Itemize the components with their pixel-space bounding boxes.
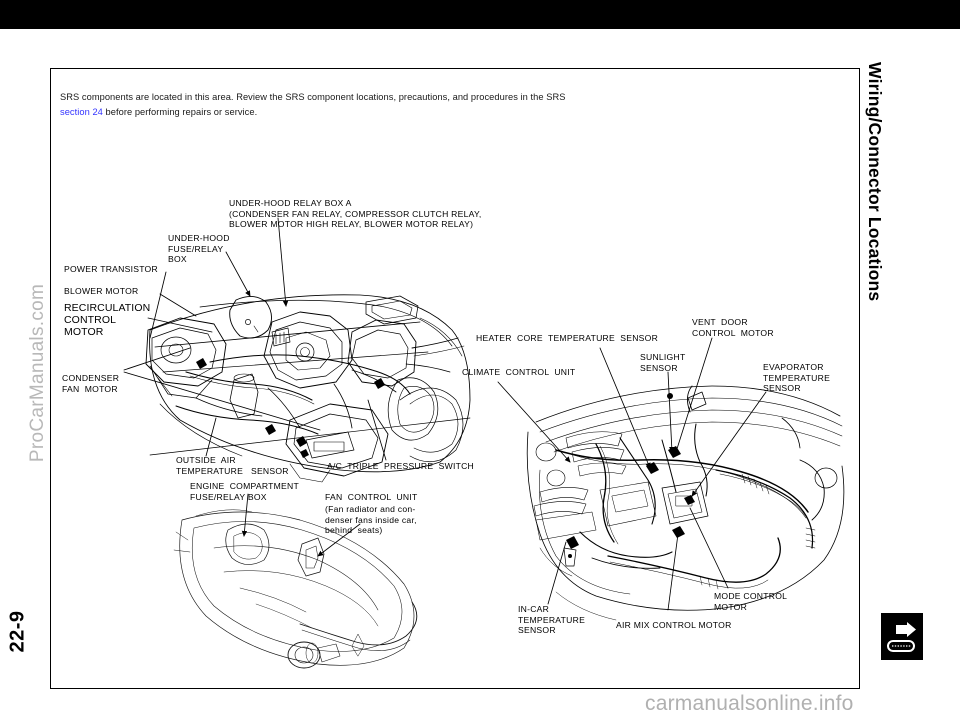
content-frame bbox=[50, 68, 860, 689]
label-blower-motor: BLOWER MOTOR bbox=[64, 286, 139, 296]
label-condenser-fan-motor: CONDENSER FAN MOTOR bbox=[62, 373, 120, 394]
srs-notice-line1: SRS components are located in this area.… bbox=[60, 92, 566, 102]
label-under-hood-relay-box-a: UNDER-HOOD RELAY BOX A (CONDENSER FAN RE… bbox=[229, 198, 482, 230]
label-climate-control-unit: CLIMATE CONTROL UNIT bbox=[462, 367, 576, 377]
label-ac-triple-pressure-switch: A/C TRIPLE PRESSURE SWITCH bbox=[327, 461, 475, 471]
srs-notice: SRS components are located in this area.… bbox=[60, 90, 680, 119]
label-vent-door-control-motor: VENT DOOR CONTROL MOTOR bbox=[692, 317, 774, 338]
section-24-link[interactable]: section 24 bbox=[60, 106, 103, 117]
label-heater-core-temperature-sensor: HEATER CORE TEMPERATURE SENSOR bbox=[476, 333, 659, 343]
connector-icon bbox=[887, 640, 915, 652]
arrow-right-icon bbox=[896, 622, 916, 637]
srs-notice-line2: before performing repairs or service. bbox=[105, 106, 258, 117]
page-number: 22-9 bbox=[6, 610, 29, 653]
watermark-bottom: carmanualsonline.info bbox=[645, 692, 854, 715]
label-engine-compartment-fuse-relay-box: ENGINE COMPARTMENT FUSE/RELAY BOX bbox=[190, 481, 299, 502]
label-mode-control-motor: MODE CONTROL MOTOR bbox=[714, 591, 788, 612]
scan-top-bar bbox=[0, 0, 960, 29]
label-under-hood-fuse-relay-box: UNDER-HOOD FUSE/RELAY BOX bbox=[168, 233, 230, 265]
watermark-left: ProCarManuals.com bbox=[27, 283, 48, 463]
label-power-transistor: POWER TRANSISTOR bbox=[64, 264, 158, 274]
label-recirculation-control-motor: RECIRCULATION CONTROL MOTOR bbox=[64, 302, 151, 339]
label-fan-control-unit: FAN CONTROL UNIT bbox=[325, 492, 418, 502]
label-fan-control-unit-note: (Fan radiator and con- denser fans insid… bbox=[325, 504, 417, 536]
label-sunlight-sensor: SUNLIGHT SENSOR bbox=[640, 352, 686, 373]
label-outside-air-temperature-sensor: OUTSIDE AIR TEMPERATURE SENSOR bbox=[176, 455, 289, 476]
nav-forward-icon-box[interactable] bbox=[881, 613, 923, 660]
chapter-title: Wiring/Connector Locations bbox=[865, 62, 885, 302]
label-air-mix-control-motor: AIR MIX CONTROL MOTOR bbox=[616, 620, 732, 630]
label-in-car-temperature-sensor: IN-CAR TEMPERATURE SENSOR bbox=[518, 604, 586, 636]
label-evaporator-temperature-sensor: EVAPORATOR TEMPERATURE SENSOR bbox=[763, 362, 831, 394]
